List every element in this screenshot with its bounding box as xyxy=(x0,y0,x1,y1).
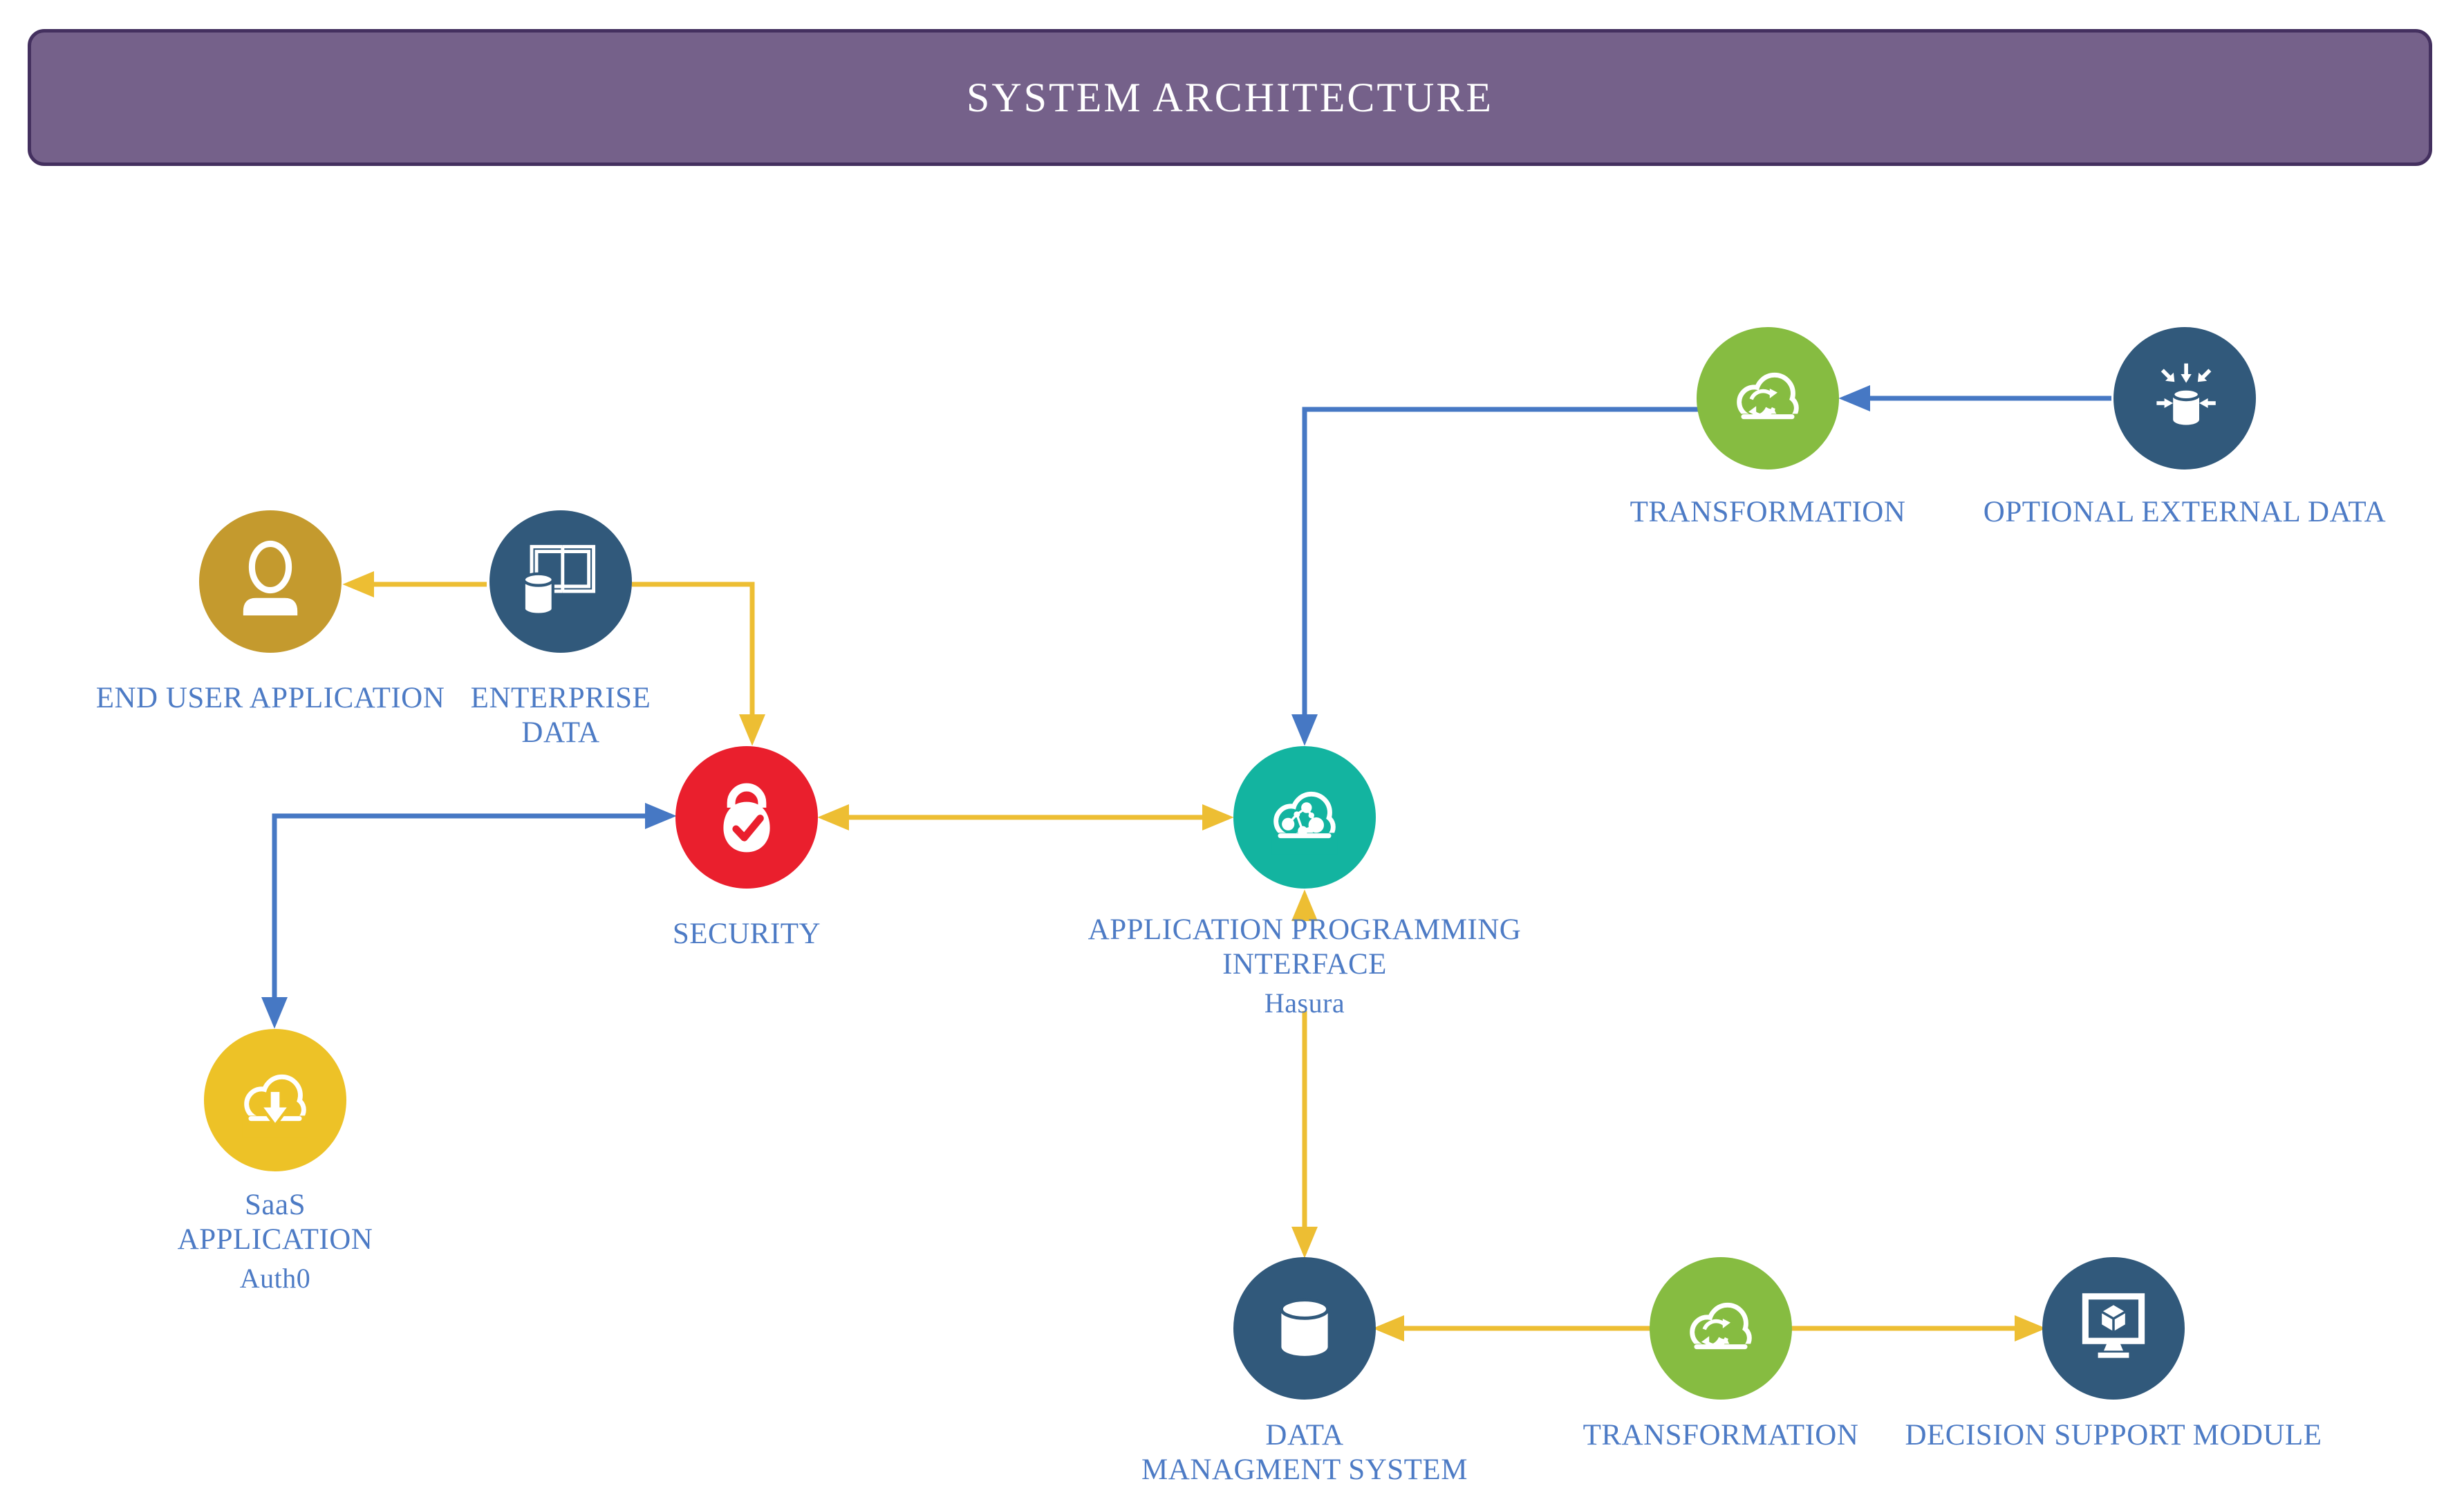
node-data-managment-system[interactable] xyxy=(1233,1257,1376,1400)
node-enterprise-data[interactable] xyxy=(489,510,632,653)
lock-check-icon xyxy=(723,783,770,853)
label-line: SaaS xyxy=(245,1189,306,1221)
label-subtitle: Auth0 xyxy=(239,1263,311,1294)
diagram-title: SYSTEM ARCHITECTURE xyxy=(966,74,1494,120)
node-optional-external-data[interactable] xyxy=(2113,327,2256,470)
database-icon xyxy=(1279,1298,1330,1356)
node-decision-support-module[interactable] xyxy=(2042,1257,2185,1400)
label-line: DATA xyxy=(1265,1419,1344,1451)
node-data-managment-system-circle[interactable] xyxy=(1233,1257,1376,1400)
label-line: SECURITY xyxy=(672,918,821,950)
node-security-label: SECURITY xyxy=(505,917,989,951)
connector-security-to-saas xyxy=(261,803,677,1029)
node-transformation-bottom-label: TRANSFORMATION xyxy=(1479,1418,1963,1453)
node-transformation-bottom-circle[interactable] xyxy=(1650,1257,1792,1400)
node-security-circle[interactable] xyxy=(675,746,818,889)
label-line: APPLICATION xyxy=(177,1223,373,1256)
node-optional-external-data-circle[interactable] xyxy=(2113,327,2256,470)
label-line: INTERFACE xyxy=(1222,948,1387,981)
label-line: DECISION SUPPORT MODULE xyxy=(1905,1419,2322,1451)
node-decision-support-module-circle[interactable] xyxy=(2042,1257,2185,1400)
diagram-title-bar: SYSTEM ARCHITECTURE xyxy=(28,29,2432,166)
node-end-user-application-label: END USER APPLICATION xyxy=(28,681,512,716)
node-saas-application[interactable] xyxy=(204,1029,346,1171)
node-application-programming-interface[interactable] xyxy=(1233,746,1376,889)
label-line: APPLICATION PROGRAMMING xyxy=(1088,913,1522,946)
node-end-user-application[interactable] xyxy=(199,510,342,653)
label-line: MANAGMENT SYSTEM xyxy=(1141,1454,1468,1486)
label-line: ENTERPRISE xyxy=(470,682,651,714)
node-decision-support-module-label: DECISION SUPPORT MODULE xyxy=(1872,1418,2355,1453)
node-transformation-bottom[interactable] xyxy=(1650,1257,1792,1400)
node-enterprise-data-circle[interactable] xyxy=(489,510,632,653)
label-subtitle: Hasura xyxy=(1264,987,1345,1019)
cloud-download-icon xyxy=(242,1074,308,1138)
user-icon xyxy=(243,540,298,615)
connector-transformation-to-api xyxy=(1291,407,1699,746)
cloud-sync-icon xyxy=(1688,1302,1754,1366)
node-transformation-top-label: TRANSFORMATION xyxy=(1526,495,2010,530)
monitor-cube-icon xyxy=(2082,1293,2145,1358)
connector-enterprise-to-security xyxy=(632,582,765,746)
cloud-network-icon xyxy=(1271,791,1338,855)
label-line: OPTIONAL EXTERNAL DATA xyxy=(1983,496,2387,528)
node-security[interactable] xyxy=(675,746,818,889)
database-import-icon xyxy=(2156,363,2216,425)
node-transformation-top[interactable] xyxy=(1697,327,1839,470)
label-line: TRANSFORMATION xyxy=(1630,496,1906,528)
label-line: DATA xyxy=(521,716,600,749)
node-optional-external-data-label: OPTIONAL EXTERNAL DATA xyxy=(1943,495,2427,530)
book-database-icon xyxy=(522,545,596,616)
node-saas-application-circle[interactable] xyxy=(204,1029,346,1171)
label-line: TRANSFORMATION xyxy=(1583,1419,1859,1451)
label-line: END USER APPLICATION xyxy=(95,682,445,714)
node-transformation-top-circle[interactable] xyxy=(1697,327,1839,470)
cloud-sync-icon xyxy=(1735,372,1801,436)
node-application-programming-interface-circle[interactable] xyxy=(1233,746,1376,889)
node-end-user-application-circle[interactable] xyxy=(199,510,342,653)
